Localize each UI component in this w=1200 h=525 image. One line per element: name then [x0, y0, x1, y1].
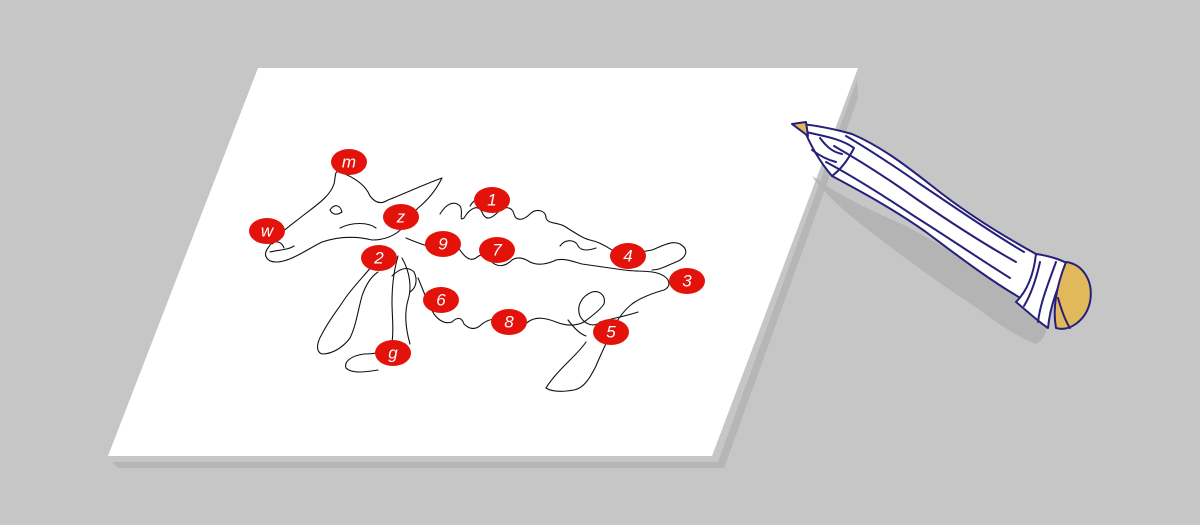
marker-label: z [396, 208, 406, 227]
marker-label: 2 [373, 249, 384, 268]
marker-3: 3 [669, 268, 705, 294]
marker-9: 9 [425, 231, 461, 257]
marker-4: 4 [610, 243, 646, 269]
marker-label: w [261, 222, 275, 241]
marker-5: 5 [593, 319, 629, 345]
marker-label: m [342, 153, 356, 172]
pencil-illustration [791, 121, 1092, 330]
marker-label: 8 [504, 313, 514, 332]
pencil-shadow [812, 176, 1048, 344]
marker-label: 9 [438, 235, 448, 254]
marker-label: 6 [436, 291, 446, 310]
marker-label: 3 [682, 272, 692, 291]
marker-8: 8 [491, 309, 527, 335]
marker-label: 4 [623, 247, 632, 266]
wolf-line-drawing [265, 171, 687, 392]
marker-label: 7 [492, 241, 502, 260]
marker-label: 5 [606, 323, 616, 342]
marker-w: w [249, 218, 285, 244]
marker-1: 1 [474, 187, 510, 213]
paper-sheet [108, 68, 858, 456]
marker-z: z [383, 204, 419, 230]
marker-label: g [388, 344, 398, 363]
marker-2: 2 [361, 245, 397, 271]
marker-m: m [331, 149, 367, 175]
marker-6: 6 [423, 287, 459, 313]
marker-layer: m w z 1 2 9 7 4 [249, 149, 705, 366]
marker-g: g [375, 340, 411, 366]
marker-label: 1 [487, 191, 496, 210]
marker-7: 7 [479, 237, 515, 263]
